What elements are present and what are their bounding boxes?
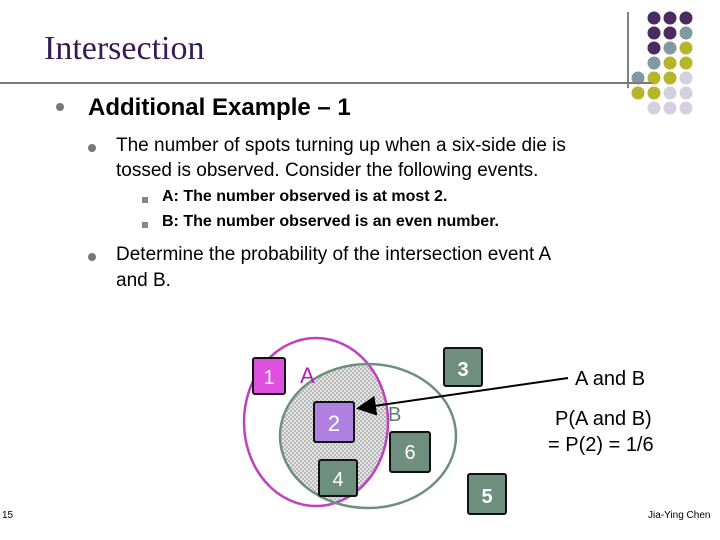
- bullet-icon: [56, 103, 64, 111]
- square-bullet-icon: [142, 222, 148, 228]
- circle-b: [278, 362, 458, 510]
- decorative-dot: [679, 11, 693, 25]
- circle-a: [242, 336, 390, 508]
- number-box-6: [389, 431, 431, 473]
- decorative-dot: [647, 71, 661, 85]
- decorative-dot: [631, 86, 645, 100]
- decorative-dot: [663, 11, 677, 25]
- arrow-to-intersection: [356, 377, 569, 416]
- bullet-icon: [88, 253, 96, 261]
- number-box-4: [318, 459, 358, 497]
- decorative-dot: [679, 101, 693, 115]
- number-box-5: [467, 473, 507, 515]
- decorative-dot: [679, 71, 693, 85]
- probability-line-1: P(A and B): [555, 408, 652, 430]
- decorative-dot: [663, 26, 677, 40]
- title-underline: [0, 82, 652, 84]
- number-box-3: [443, 347, 483, 387]
- decorative-dot-grid: [627, 11, 693, 115]
- decorative-dot: [679, 41, 693, 55]
- decorative-dot: [647, 86, 661, 100]
- decorative-dot: [663, 41, 677, 55]
- event-b-text: B: The number observed is an even number…: [162, 213, 499, 230]
- number-1: 1: [263, 367, 274, 389]
- author-name: Jia-Ying Chen: [648, 510, 711, 521]
- decorative-dot: [647, 11, 661, 25]
- decorative-dot: [647, 101, 661, 115]
- question-text-line-1: Determine the probability of the interse…: [116, 244, 552, 265]
- decorative-dot: [679, 86, 693, 100]
- decorative-dot: [647, 56, 661, 70]
- probability-line-2: = P(2) = 1/6: [548, 434, 654, 456]
- a-and-b-label: A and B: [575, 368, 646, 390]
- number-6: 6: [404, 442, 415, 464]
- question-text-line-2: and B.: [116, 270, 171, 291]
- number-2: 2: [328, 411, 340, 436]
- slide-title: Intersection: [44, 30, 205, 67]
- decorative-dot: [663, 56, 677, 70]
- decorative-dot: [663, 86, 677, 100]
- decorative-dot: [647, 26, 661, 40]
- number-5: 5: [481, 486, 492, 508]
- bullet-icon: [88, 144, 96, 152]
- example-heading: Additional Example – 1: [88, 94, 351, 121]
- event-a-text: A: The number observed is at most 2.: [162, 188, 448, 205]
- decorative-dot: [647, 41, 661, 55]
- number-3: 3: [457, 359, 468, 381]
- number-box-2: [313, 401, 355, 443]
- decorative-dot: [679, 26, 693, 40]
- label-b: B: [388, 404, 401, 426]
- decorative-dot: [663, 71, 677, 85]
- decorative-dot: [663, 101, 677, 115]
- number-4: 4: [332, 469, 343, 491]
- decorative-dot: [631, 71, 645, 85]
- page-number: 15: [2, 510, 14, 521]
- problem-text-line-2: tossed is observed. Consider the followi…: [116, 160, 539, 181]
- square-bullet-icon: [142, 197, 148, 203]
- problem-text-line-1: The number of spots turning up when a si…: [116, 135, 566, 156]
- label-a: A: [300, 363, 315, 388]
- decorative-dot: [679, 56, 693, 70]
- number-box-1: [252, 357, 286, 395]
